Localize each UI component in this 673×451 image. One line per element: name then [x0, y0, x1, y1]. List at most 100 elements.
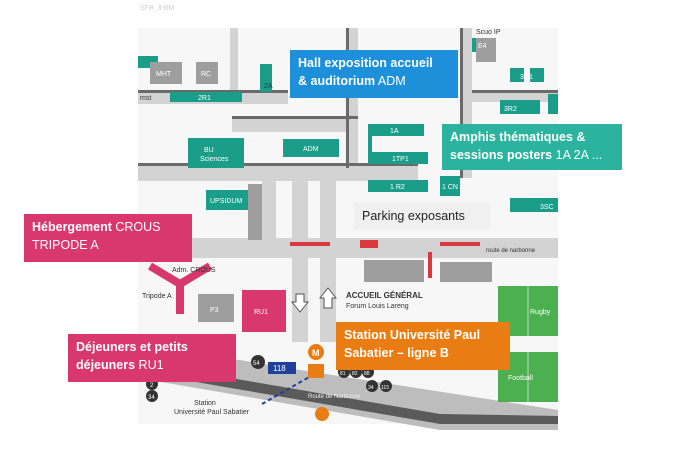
- label-ru1: RU1: [254, 309, 268, 316]
- building-3r1-a: [510, 68, 524, 82]
- callout-hall-bold1: Hall exposition accueil: [298, 56, 433, 70]
- callout-hall-exposition: Hall exposition accueil & auditorium ADM: [290, 50, 458, 98]
- barrier-2: [360, 240, 378, 248]
- building-adm: [283, 139, 339, 157]
- callout-dej-bold1: Déjeuners et petits: [76, 340, 188, 354]
- barrier-3: [440, 242, 480, 246]
- road-outline-d: [460, 28, 463, 178]
- label-bus-88: 88: [364, 371, 370, 377]
- label-sciences: Sciences: [200, 156, 229, 163]
- label-1cn: 1 CN: [442, 184, 458, 191]
- arrow-down: [290, 293, 310, 313]
- callout-dej-normal2: RU1: [135, 358, 164, 372]
- label-football: Football: [508, 375, 533, 382]
- callout-amphis-normal2: 1A 2A ...: [552, 148, 603, 162]
- callout-station-line1: Station Université Paul: [344, 326, 502, 344]
- barriers: [290, 240, 480, 278]
- callout-hall-normal2: ADM: [375, 74, 406, 88]
- label-bus-115: 115: [381, 385, 389, 391]
- label-mht: MHT: [156, 71, 172, 78]
- road-outline-b: [346, 28, 349, 168]
- road-outline-c: [138, 90, 288, 93]
- label-bus-54: 54: [253, 361, 260, 367]
- callout-dej-bold2: déjeuners: [76, 358, 136, 372]
- building-3sc: [510, 198, 558, 212]
- callout-parking-text: Parking exposants: [362, 209, 465, 223]
- building-block-a: [248, 184, 262, 240]
- callout-heberg-line2: TRIPODE A: [32, 236, 184, 254]
- label-tripode-a: Tripode A: [142, 293, 172, 300]
- callout-heberg-normal1: CROUS: [111, 220, 161, 234]
- bus-115-circle: [380, 380, 392, 392]
- building-1tp1-b: [368, 124, 372, 164]
- label-bus-81: 81: [340, 371, 346, 377]
- road-vertical-e: [230, 28, 238, 98]
- label-2a: 2A: [264, 83, 273, 90]
- building-p3: [198, 294, 234, 322]
- building-1tp1: [372, 152, 428, 164]
- label-scuo: Scuo IP: [476, 29, 501, 36]
- callout-amphis-line2: sessions posters 1A 2A ...: [450, 146, 614, 164]
- building-mst-row: [170, 92, 242, 102]
- callout-hall-line1: Hall exposition accueil: [298, 54, 450, 72]
- building-e4: [476, 38, 496, 62]
- label-3r2: 3R2: [504, 106, 517, 113]
- buildings-teal: [138, 38, 558, 212]
- label-1r2: 1 R2: [390, 184, 405, 191]
- building-1cn: [440, 176, 460, 196]
- label-1tp1: 1TP1: [392, 156, 409, 163]
- road-outline-e: [472, 90, 558, 93]
- avenue-band: [138, 352, 558, 430]
- building-2a: [260, 64, 272, 92]
- label-p3: P3: [210, 307, 219, 314]
- road-horizontal-mid: [232, 118, 358, 132]
- road-vertical-a: [292, 178, 308, 342]
- label-bu: BU: [204, 147, 214, 154]
- barrier-4: [428, 252, 432, 278]
- metro-markers: [308, 344, 329, 421]
- metro-line: [261, 371, 319, 405]
- bus-118-sign: [268, 362, 296, 374]
- building-3r1-b: [530, 68, 544, 82]
- label-avenue: Route de Narbonne: [308, 394, 361, 400]
- callout-heberg-bold1: Hébergement: [32, 220, 112, 234]
- callout-dejeuners: Déjeuners et petits déjeuners RU1: [68, 334, 236, 382]
- callout-station-line2: Sabatier – ligne B: [344, 344, 502, 362]
- building-mht: [150, 62, 182, 84]
- road-horizontal-upper: [138, 165, 418, 181]
- bus-34b-circle: [366, 380, 378, 392]
- callout-parking: Parking exposants: [354, 202, 490, 230]
- road-vertical-b: [320, 178, 336, 342]
- barrier-1: [290, 242, 330, 246]
- road-vertical-left: [262, 181, 276, 241]
- bus-54-circle: [251, 355, 265, 369]
- building-ru1: [242, 290, 286, 332]
- callout-dej-line1: Déjeuners et petits: [76, 338, 228, 356]
- building-block-b: [364, 260, 424, 282]
- label-adm-crous: Adm. CROUS: [172, 267, 216, 274]
- metro-circle-1: [308, 344, 324, 360]
- callout-heberg-line1: Hébergement CROUS: [32, 218, 184, 236]
- callout-amphis-bold2: sessions posters: [450, 148, 553, 162]
- callout-station-bold2: Sabatier – ligne B: [344, 346, 449, 360]
- label-3sc: 3SC: [540, 204, 554, 211]
- label-bus-34b: 34: [368, 385, 374, 391]
- label-station-name: Université Paul Sabatier: [174, 409, 250, 416]
- label-2r1: 2R1: [198, 95, 211, 102]
- building-small-right: [548, 94, 558, 114]
- label-bus-34: 34: [148, 395, 155, 401]
- label-bus-2: 2: [150, 383, 154, 389]
- label-upsidum: UPSIDUM: [210, 198, 242, 205]
- label-bus-118: 118: [273, 364, 286, 373]
- building-1a: [370, 124, 424, 136]
- building-rc: [196, 62, 218, 84]
- metro-circle-2: [315, 407, 329, 421]
- tripode-arm-1: [147, 262, 183, 288]
- label-bus-82: 82: [352, 371, 358, 377]
- label-rc: RC: [201, 71, 211, 78]
- arrow-up: [318, 287, 338, 309]
- road-upper-right: [472, 92, 558, 102]
- label-metro-m: M: [312, 348, 320, 358]
- label-accueil: ACCUEIL GÉNÉRAL: [346, 291, 423, 300]
- label-3r1: 3R1: [520, 74, 533, 81]
